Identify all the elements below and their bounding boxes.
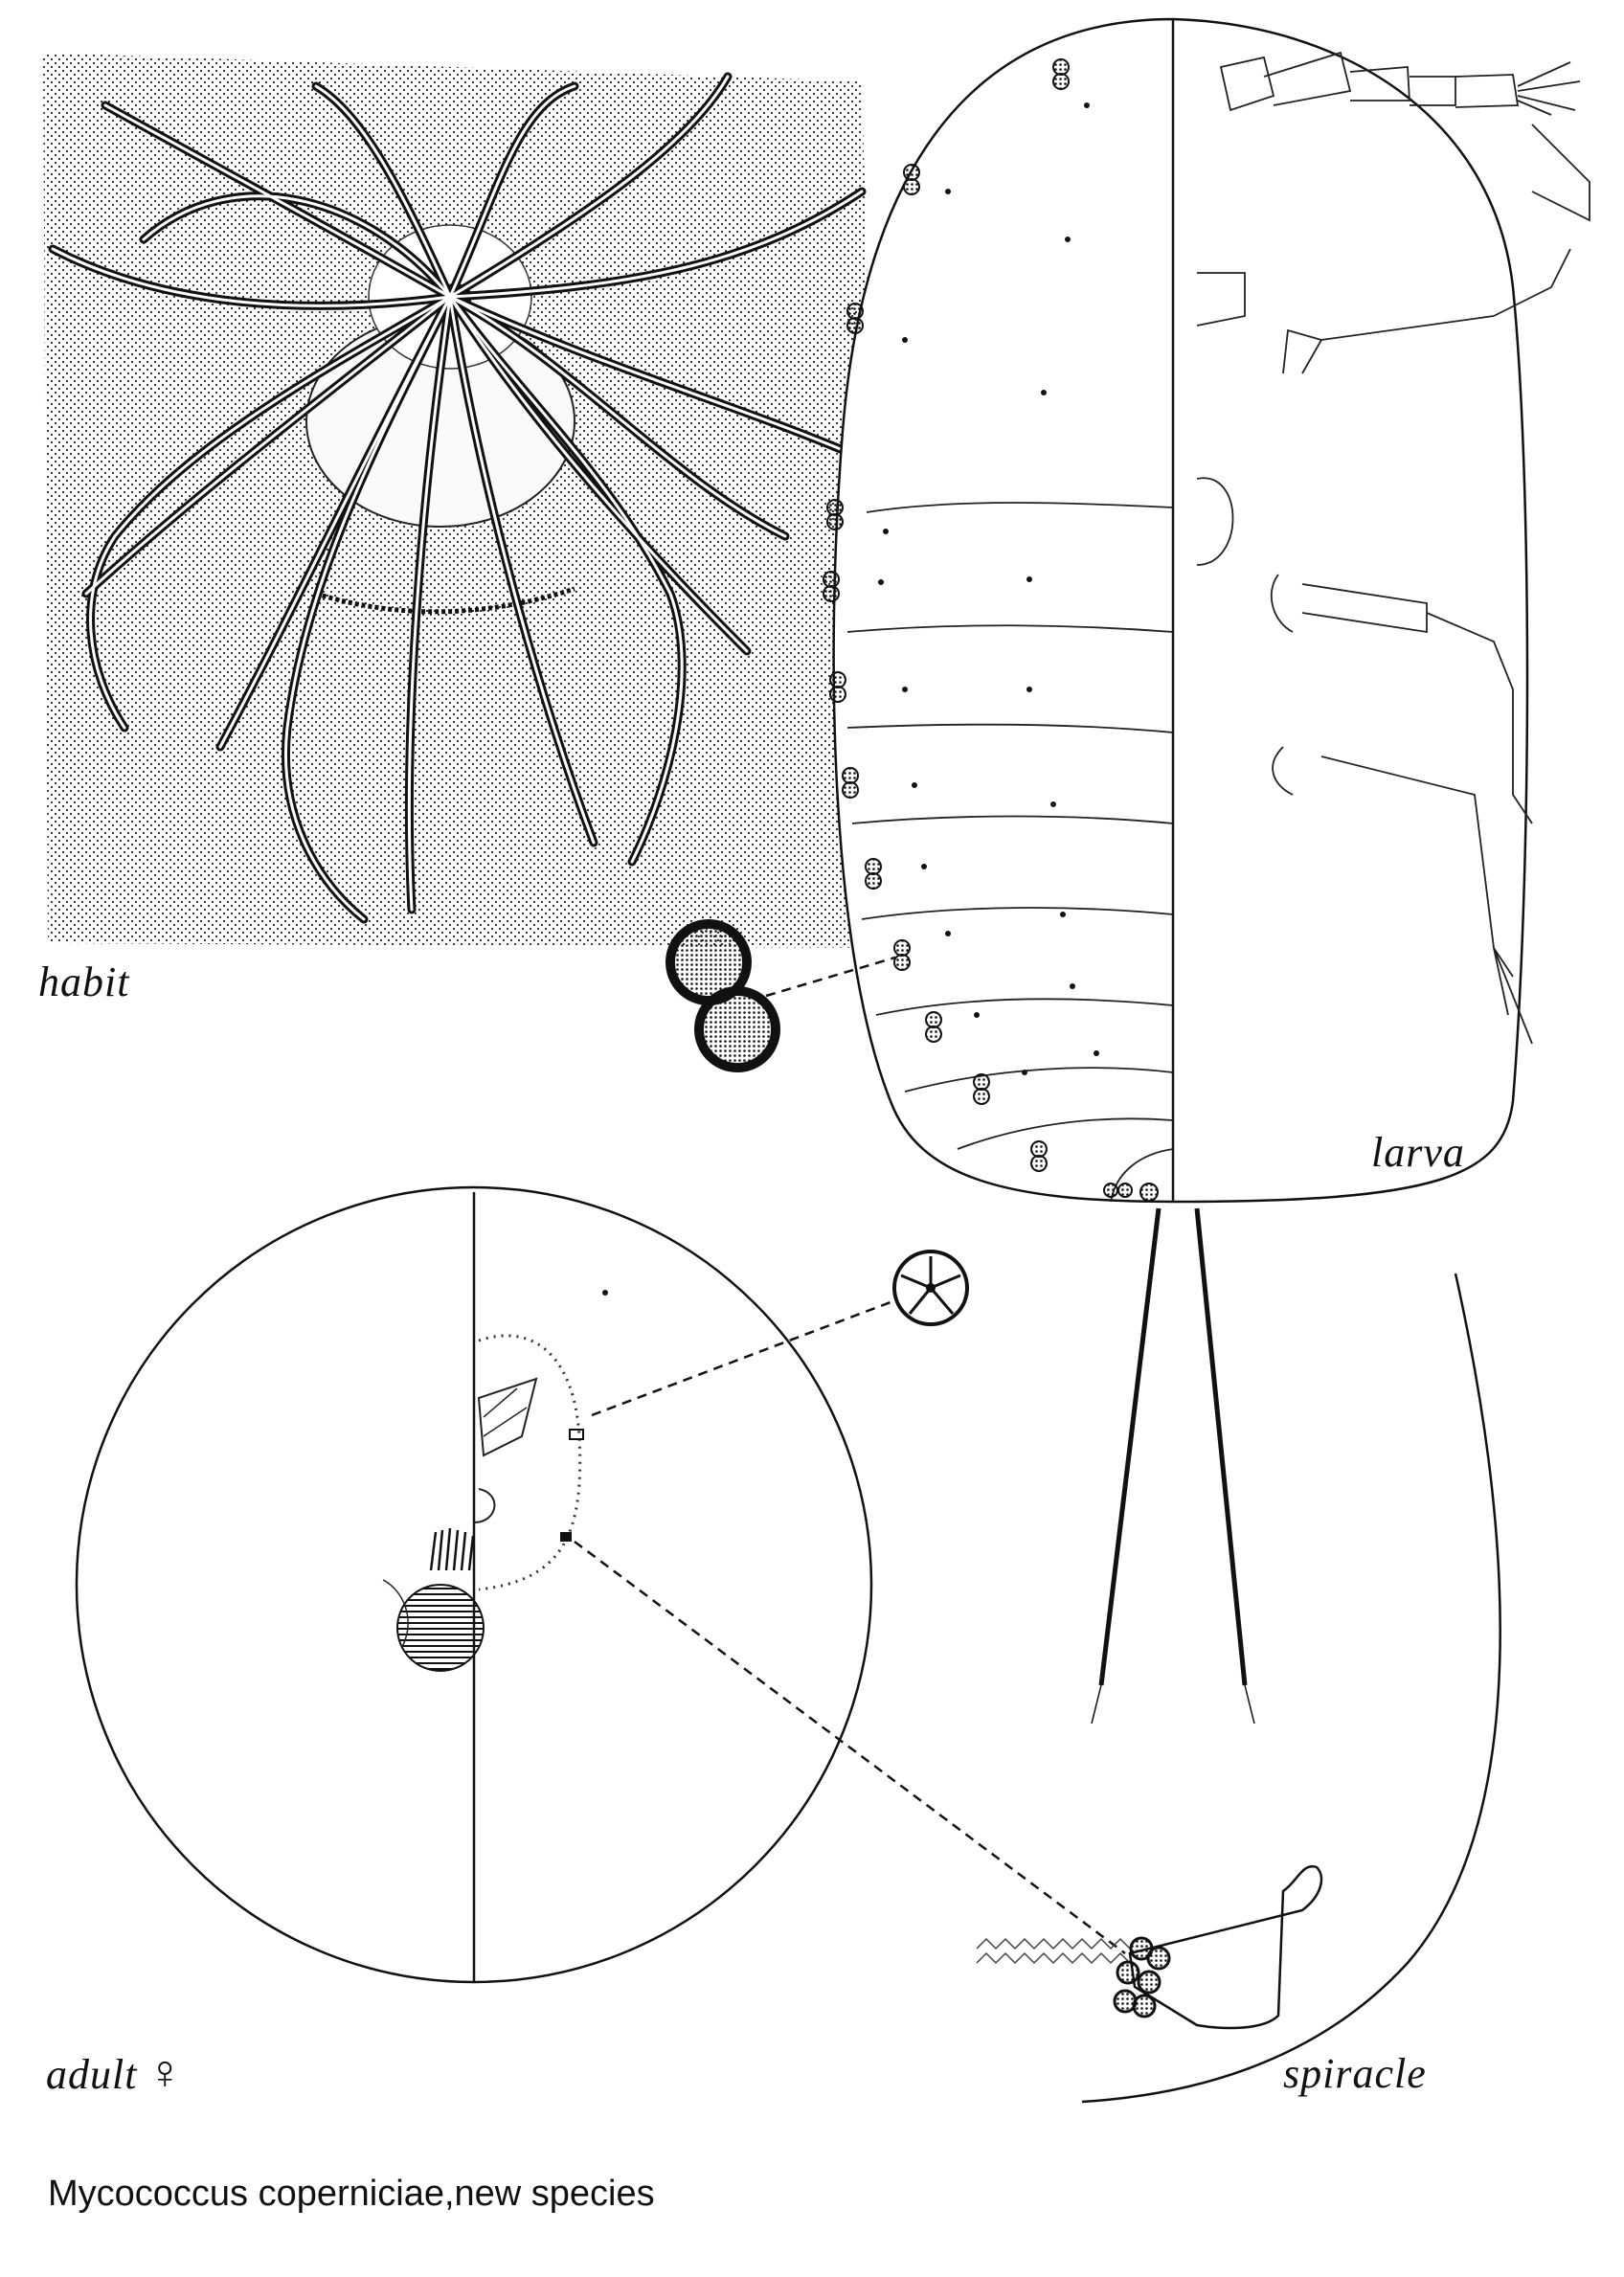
spiracle-drawing [574,1273,1501,2104]
disc-pore-enlargement [591,1250,969,1417]
larva-label: larva [1371,1129,1465,1176]
adult-label: adult♀ [46,2044,184,2100]
adult-label-text: adult [46,2051,138,2098]
habit-label: habit [38,958,130,1005]
larva-drawing [823,17,1590,1725]
adult-drawing [75,1185,873,1984]
female-symbol-icon: ♀ [147,2045,184,2099]
figure-caption: Mycococcus coperniciae,new species [48,2174,655,2214]
spiracle-label: spiracle [1283,2050,1427,2097]
pore-enlargement [665,919,896,1072]
habit-drawing [43,53,886,948]
